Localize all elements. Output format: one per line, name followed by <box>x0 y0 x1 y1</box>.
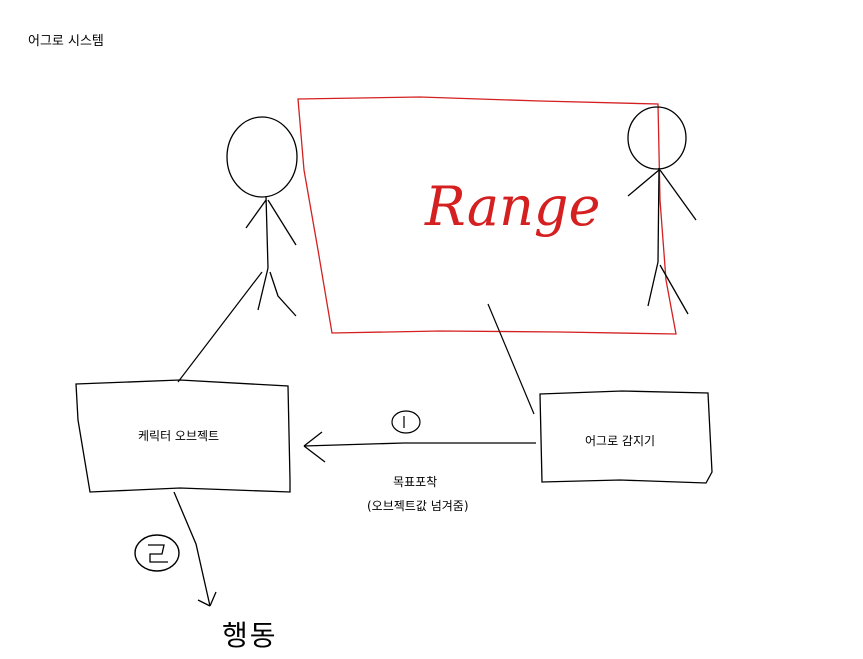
page-title: 어그로 시스템 <box>28 34 104 49</box>
target-capture-arrow <box>303 431 536 463</box>
step-1-marker <box>391 410 421 434</box>
character-object-box <box>75 379 291 493</box>
step-2-marker <box>134 534 180 572</box>
action-label: 행동 <box>222 619 278 652</box>
range-label: Range <box>424 175 600 238</box>
enemy-stick-figure <box>627 106 697 315</box>
pass-object-value-label: (오브젝트값 넘겨줌) <box>367 499 469 513</box>
aggro-detector-label: 어그로 감지기 <box>585 434 656 448</box>
aggro-detector-box <box>539 390 713 484</box>
player-stick-figure <box>226 116 298 317</box>
player-to-object-link <box>177 271 263 383</box>
range-area <box>297 96 677 335</box>
range-to-detector-link <box>487 303 535 415</box>
target-capture-label: 목표포착 <box>393 475 438 489</box>
action-arrow <box>173 491 217 607</box>
character-object-label: 케릭터 오브젝트 <box>138 429 220 443</box>
